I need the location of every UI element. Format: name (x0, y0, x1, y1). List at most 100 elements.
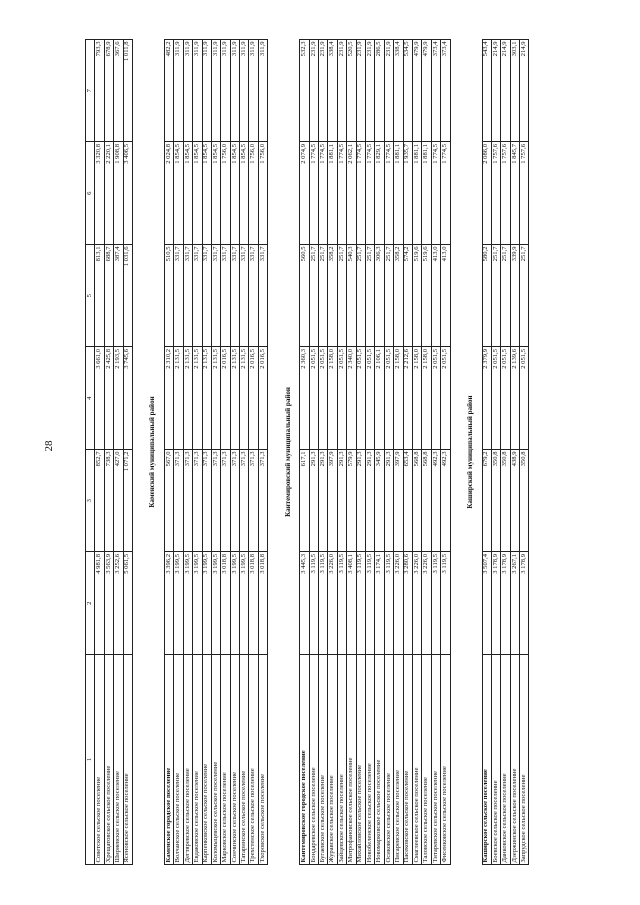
value-cell: 479,9 (421, 39, 432, 142)
value-cell: 2 139,6 (510, 347, 520, 450)
value-cell: 3 119,5 (365, 552, 375, 655)
value-cell: 371,3 (248, 449, 259, 552)
row-label: Журавское сельское поселение (327, 654, 338, 865)
value-cell: 1 757,6 (491, 142, 501, 245)
row-label: Запрудское сельское поселение (519, 654, 529, 865)
value-cell: 2 051,5 (440, 347, 450, 450)
value-cell: 568,8 (412, 449, 422, 552)
value-cell: 2 425,8 (104, 347, 114, 450)
value-cell: 3 119,5 (356, 552, 366, 655)
value-cell: 331,7 (183, 244, 193, 347)
value-cell: 331,7 (192, 244, 203, 347)
value-cell: 331,7 (230, 244, 240, 347)
value-cell: 3 178,9 (491, 552, 501, 655)
value-cell: 3 119,5 (440, 552, 450, 655)
row-label: Таловское сельское поселение (421, 654, 432, 865)
value-cell: 350,8 (500, 449, 511, 552)
value-cell: 1 881,1 (393, 142, 404, 245)
value-cell: 2 086,0 (482, 142, 492, 245)
value-cell: 3 226,0 (393, 552, 404, 655)
value-cell: 231,9 (384, 39, 394, 142)
value-cell: 3 119,5 (384, 552, 394, 655)
value-cell: 331,7 (239, 244, 249, 347)
value-cell: 231,9 (365, 39, 375, 142)
page-number: 28 (43, 440, 55, 452)
value-cell: 214,9 (491, 39, 501, 142)
value-cell: 1 071,2 (123, 449, 133, 552)
value-cell: 2 106,1 (374, 347, 385, 450)
value-cell: 579,9 (346, 449, 357, 552)
value-cell: 2 131,5 (173, 347, 184, 450)
row-label: Ширяевское сельское поселение (113, 654, 124, 865)
row-label: Дзержинское сельское поселение (510, 654, 520, 865)
value-cell: 3 178,9 (519, 552, 529, 655)
value-cell: 373,4 (440, 39, 450, 142)
value-cell: 2 131,5 (183, 347, 193, 450)
value-cell: 519,6 (412, 244, 422, 347)
value-cell: 3 408,1 (346, 552, 357, 655)
value-cell: 3 396,2 (164, 552, 174, 655)
value-cell: 532,3 (299, 39, 310, 142)
value-cell: 560,5 (299, 244, 310, 347)
value-cell: 350,8 (491, 449, 501, 552)
row-label: Михайловское сельское поселение (356, 654, 366, 865)
column-header: 2 (85, 552, 95, 655)
value-cell: 1 854,5 (211, 142, 221, 245)
value-cell: 345,9 (374, 449, 385, 552)
value-cell: 251,7 (365, 244, 375, 347)
value-cell: 303,1 (510, 39, 520, 142)
row-label: Зайцевское сельское поселение (337, 654, 347, 865)
value-cell: 231,9 (337, 39, 347, 142)
value-cell: 2 379,9 (482, 347, 492, 450)
value-cell: 2 016,5 (248, 347, 259, 450)
value-cell: 568,8 (421, 449, 432, 552)
value-cell: 678,9 (104, 39, 114, 142)
value-cell: 214,9 (519, 39, 529, 142)
value-cell: 338,4 (393, 39, 404, 142)
value-cell: 311,9 (183, 39, 193, 142)
value-cell: 311,9 (258, 39, 268, 142)
value-cell: 1 881,1 (421, 142, 432, 245)
value-cell: 2 051,5 (500, 347, 511, 450)
value-cell: 2 131,5 (202, 347, 212, 450)
value-cell: 1 829,1 (374, 142, 385, 245)
value-cell: 1 908,8 (113, 142, 124, 245)
value-cell: 371,3 (192, 449, 203, 552)
value-cell: 2 051,5 (384, 347, 394, 450)
value-cell: 251,7 (500, 244, 511, 347)
value-cell: 2 051,5 (309, 347, 319, 450)
value-cell: 2 074,9 (299, 142, 310, 245)
column-header: 4 (85, 347, 95, 450)
value-cell: 371,3 (239, 449, 249, 552)
value-cell: 482,2 (164, 39, 174, 142)
value-cell: 438,9 (510, 449, 520, 552)
value-cell: 311,9 (192, 39, 203, 142)
section-title-row: Каменский муниципальный район (142, 40, 165, 865)
value-cell: 291,3 (384, 449, 394, 552)
value-cell: 1 774,5 (431, 142, 441, 245)
value-cell: 427,0 (113, 449, 124, 552)
row-label: Кантемировское городское поселение (299, 654, 310, 865)
value-cell: 251,7 (491, 244, 501, 347)
value-cell: 2 051,5 (519, 347, 529, 450)
value-cell: 580,2 (482, 244, 492, 347)
value-cell: 1 854,5 (192, 142, 203, 245)
section-title-row: Кантемировский муниципальный район (277, 40, 300, 865)
value-cell: 617,1 (299, 449, 310, 552)
value-cell: 534,5 (403, 39, 413, 142)
value-cell: 492,3 (440, 449, 450, 552)
value-cell: 3 226,0 (421, 552, 432, 655)
row-label: Советское сельское поселение (94, 654, 105, 865)
